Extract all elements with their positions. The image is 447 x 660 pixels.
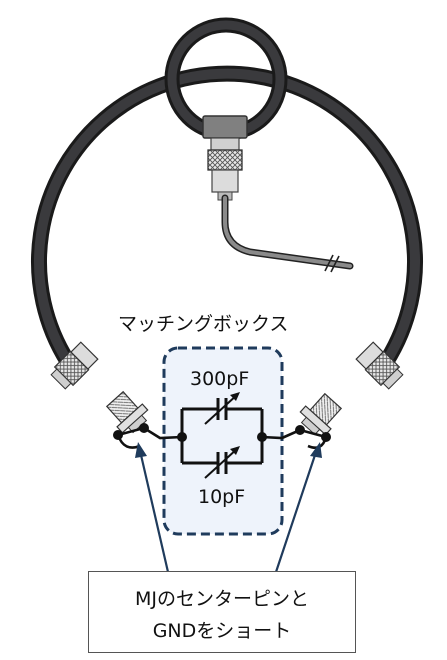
left-cable-connector bbox=[50, 341, 99, 390]
variable-capacitor-bottom bbox=[204, 446, 240, 479]
matching-box bbox=[162, 346, 284, 536]
callout-box: MJのセンターピンと GNDをショート bbox=[88, 571, 356, 653]
right-panel-jack bbox=[299, 392, 343, 436]
left-panel-jack bbox=[105, 390, 149, 434]
capacitor-top-label: 300pF bbox=[190, 368, 250, 390]
callout-line-1: MJのセンターピンと bbox=[135, 588, 309, 610]
variable-capacitor-top bbox=[204, 392, 240, 425]
junction-dots bbox=[113, 423, 331, 442]
right-cable-connector bbox=[355, 341, 404, 390]
matching-box-title: マッチングボックス bbox=[118, 313, 289, 335]
capacitor-bottom-label: 10pF bbox=[198, 486, 246, 508]
callout-line-2: GNDをショート bbox=[152, 620, 292, 642]
feed-connector bbox=[202, 115, 248, 201]
break-mark bbox=[324, 254, 340, 273]
callout-arrows bbox=[135, 442, 322, 573]
